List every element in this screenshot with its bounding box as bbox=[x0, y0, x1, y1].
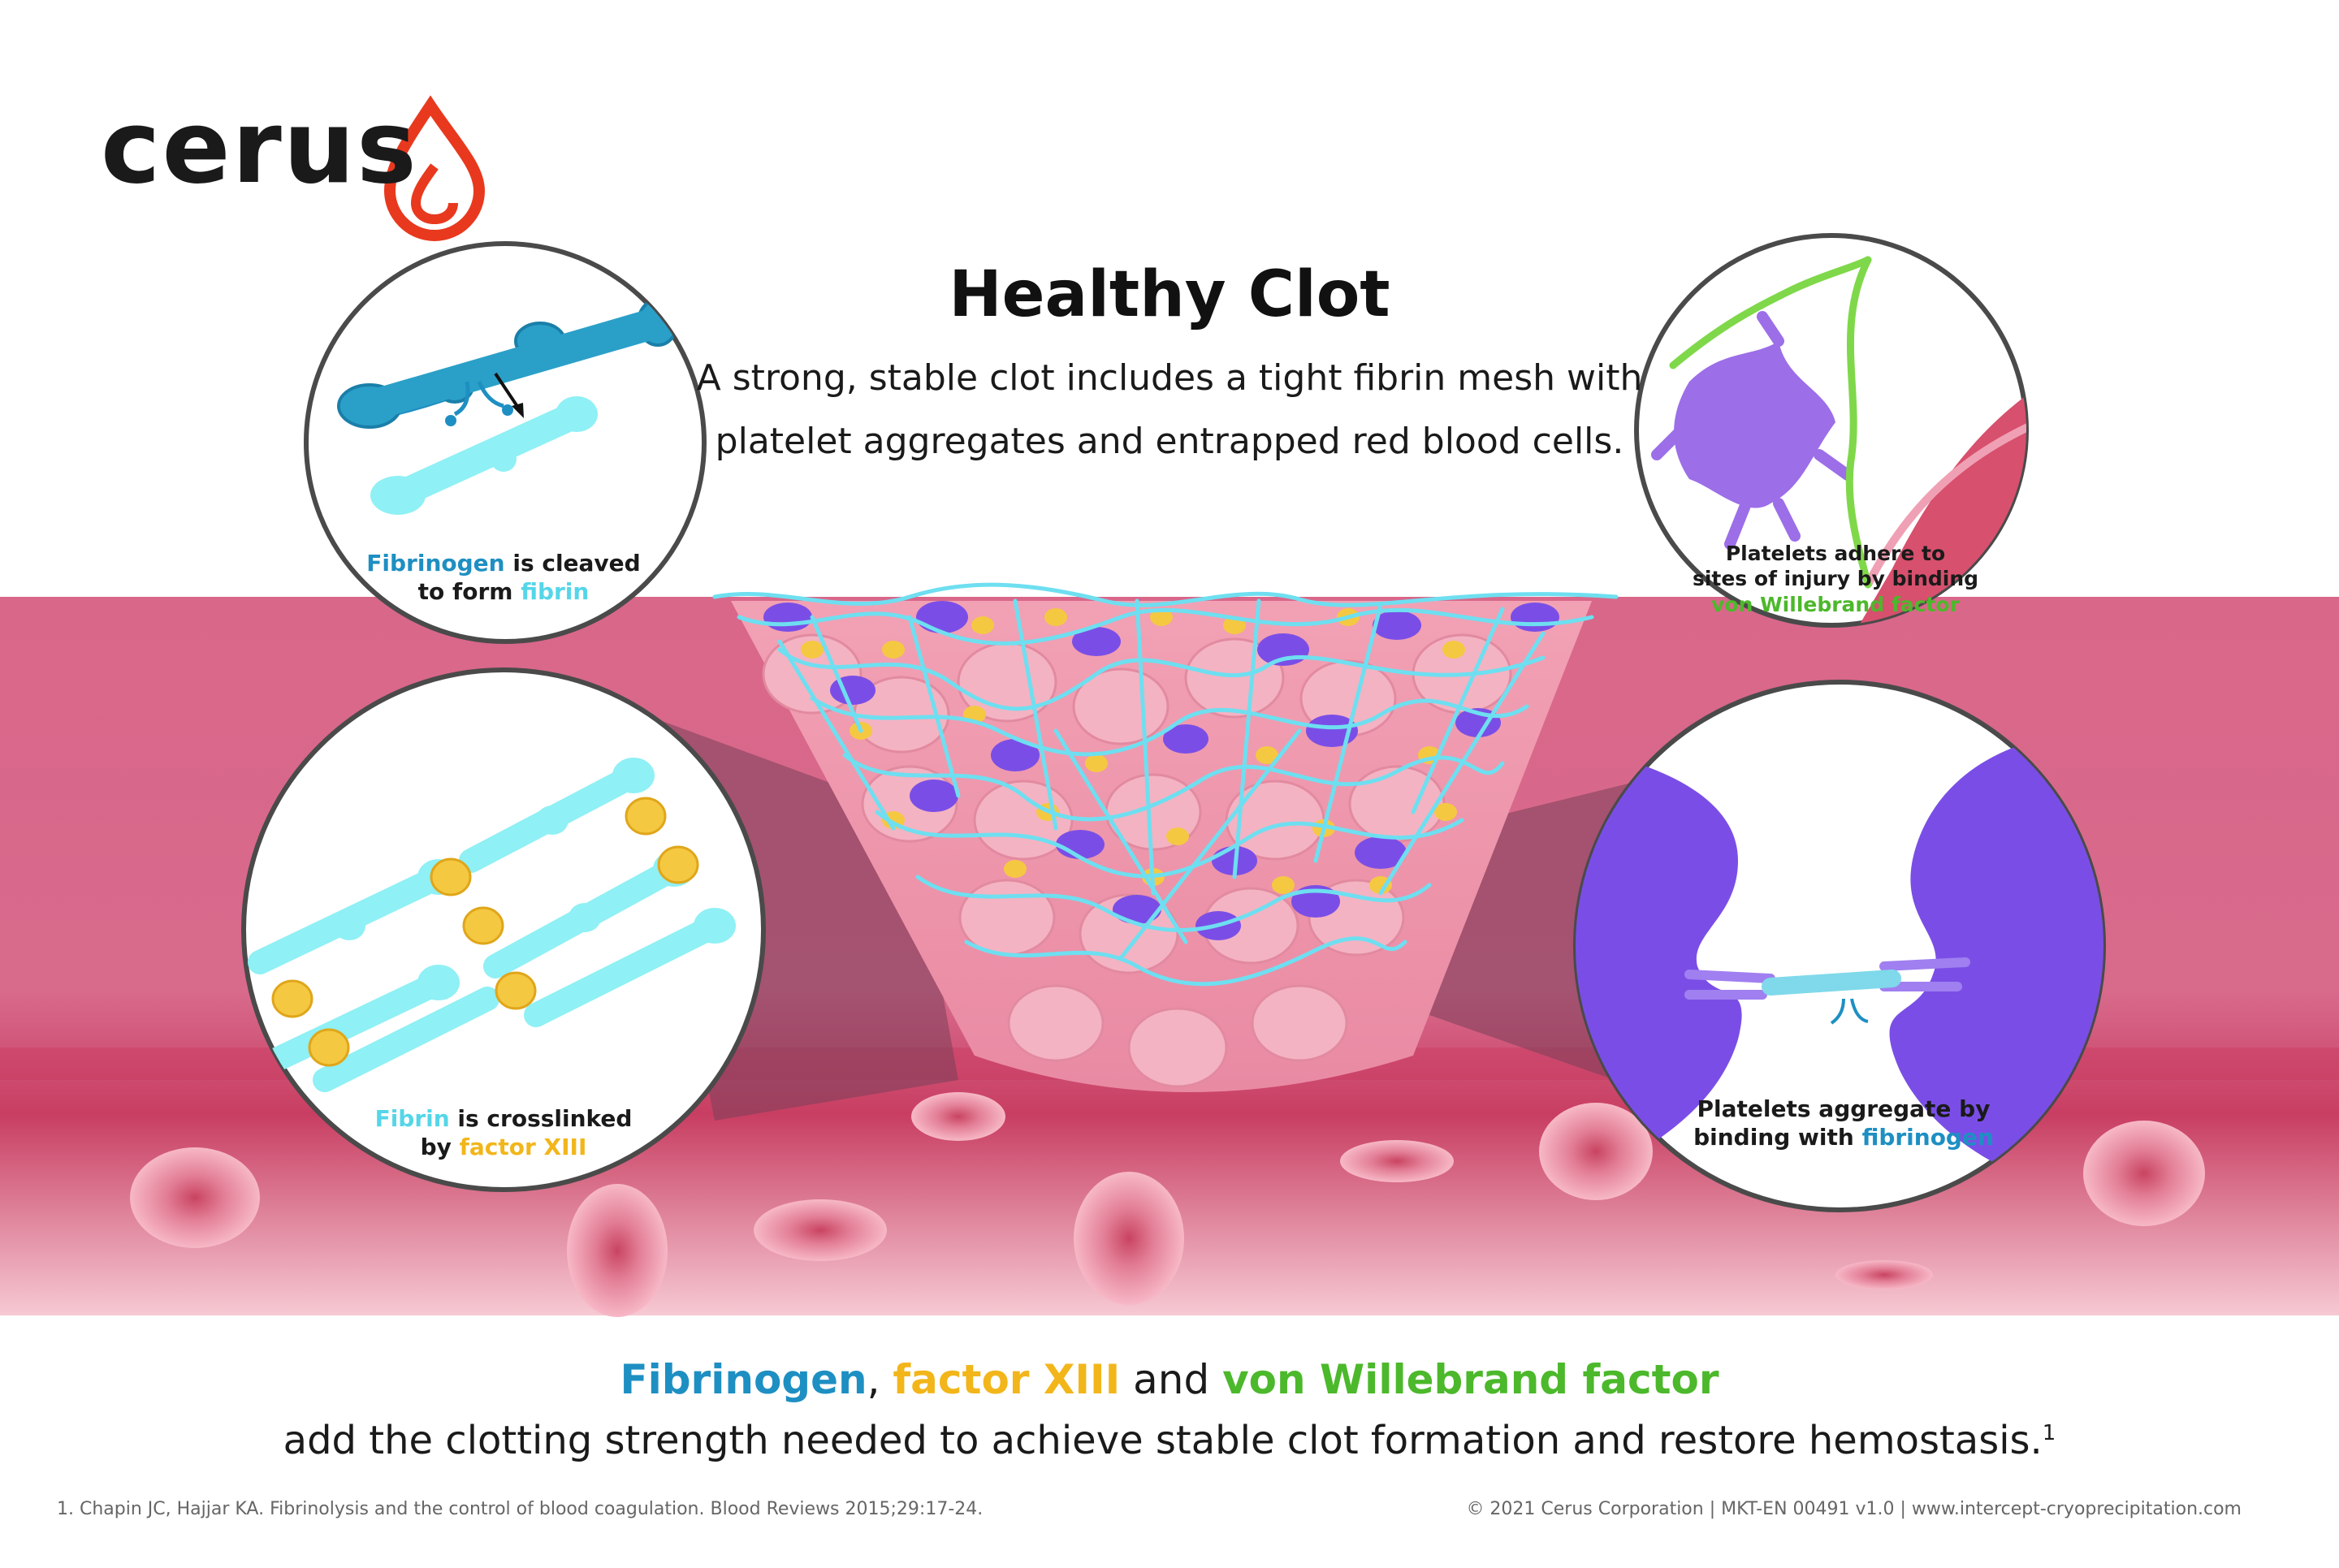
cerus-logo-wordmark: cerus bbox=[101, 89, 418, 206]
factor-xiii-term: factor XIII bbox=[459, 1134, 587, 1160]
caption-text: sites of injury by binding bbox=[1692, 567, 1979, 591]
fibrinogen-term: Fibrinogen bbox=[366, 550, 505, 577]
tagline-and: and bbox=[1120, 1356, 1223, 1403]
caption-text: is cleaved bbox=[504, 550, 641, 577]
callout-vwf-caption: Platelets adhere to sites of injury by b… bbox=[1689, 541, 1982, 617]
caption-text: binding with bbox=[1693, 1124, 1862, 1151]
fibrin-term: fibrin bbox=[521, 578, 590, 605]
red-blood-cells bbox=[130, 1092, 2205, 1317]
callout-crosslink-caption: Fibrin is crosslinked by factor XIII bbox=[333, 1104, 674, 1161]
caption-text: Platelets adhere to bbox=[1725, 542, 1946, 565]
tagline-factor-xiii: factor XIII bbox=[893, 1356, 1121, 1403]
tagline-text: add the clotting strength needed to achi… bbox=[283, 1418, 2043, 1463]
reference-superscript: 1 bbox=[2042, 1421, 2056, 1445]
zoom-circle-platelet-aggregation bbox=[1573, 680, 2106, 1212]
cerus-drop-icon bbox=[383, 95, 486, 242]
zoom-circle-vwf bbox=[1634, 233, 2029, 628]
callout-fibrinogen-caption: Fibrinogen is cleaved to form fibrin bbox=[341, 549, 666, 606]
tagline-fibrinogen: Fibrinogen bbox=[620, 1356, 867, 1403]
fibrin-term: Fibrin bbox=[374, 1105, 450, 1132]
tagline-headline: Fibrinogen, factor XIII and von Willebra… bbox=[0, 1356, 2339, 1403]
caption-text: is crosslinked bbox=[449, 1105, 633, 1132]
page-title: Healthy Clot bbox=[949, 258, 1390, 331]
subtitle-line-1: A strong, stable clot includes a tight f… bbox=[696, 357, 1643, 399]
fibrinogen-term: fibrinogen bbox=[1861, 1124, 1994, 1151]
footer-copyright: © 2021 Cerus Corporation | MKT-EN 00491 … bbox=[1466, 1499, 2242, 1519]
footer-reference: 1. Chapin JC, Hajjar KA. Fibrinolysis an… bbox=[57, 1499, 984, 1519]
caption-text: Platelets aggregate by bbox=[1697, 1095, 1991, 1122]
callout-aggregation-caption: Platelets aggregate by binding with fibr… bbox=[1673, 1095, 2014, 1151]
tagline-body: add the clotting strength needed to achi… bbox=[0, 1418, 2339, 1463]
vwf-term: von Willebrand factor bbox=[1711, 592, 1960, 616]
caption-text: to form bbox=[417, 578, 521, 605]
zoom-circle-fibrinogen bbox=[304, 241, 707, 644]
caption-text: by bbox=[420, 1134, 460, 1160]
subtitle-line-2: platelet aggregates and entrapped red bl… bbox=[715, 421, 1624, 462]
tagline-comma: , bbox=[867, 1356, 893, 1403]
clot bbox=[712, 582, 1619, 1092]
tagline-vwf: von Willebrand factor bbox=[1222, 1356, 1719, 1403]
zoom-circle-fibrin-crosslink bbox=[241, 667, 766, 1192]
